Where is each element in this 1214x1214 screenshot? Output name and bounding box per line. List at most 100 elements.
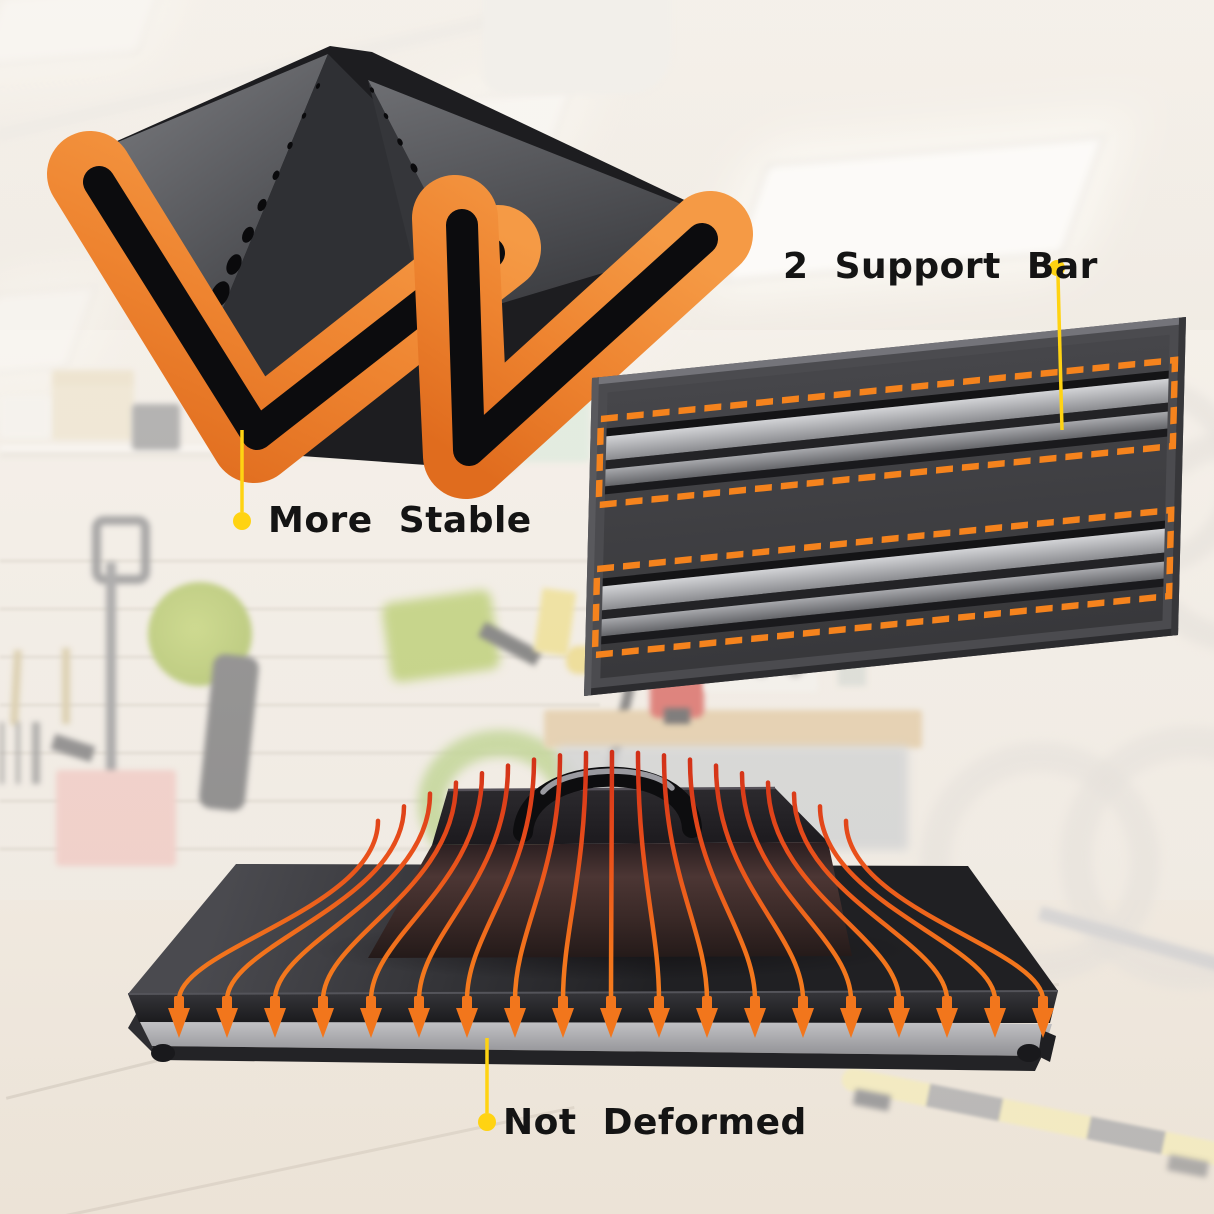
force-arrow-head bbox=[984, 1008, 1006, 1038]
force-arrow-head bbox=[648, 1008, 670, 1038]
force-arrow-shaft bbox=[654, 996, 664, 1010]
support-bar-edge bbox=[601, 578, 1164, 645]
force-arrow-shaft bbox=[510, 996, 520, 1010]
teardrop-slot bbox=[257, 198, 267, 212]
force-arrow-shaft bbox=[270, 996, 280, 1010]
underside-panel-figure bbox=[583, 316, 1187, 696]
pointer-line-support-bar bbox=[1056, 275, 1064, 431]
force-line bbox=[765, 780, 902, 1003]
force-arrow-head bbox=[600, 1008, 622, 1038]
channel-side-face bbox=[214, 54, 505, 428]
callout-more-stable: More Stable bbox=[268, 500, 532, 541]
force-arrow-head bbox=[312, 1008, 334, 1038]
force-line bbox=[817, 804, 998, 1003]
teardrop-slot bbox=[301, 112, 307, 119]
force-arrow-head bbox=[696, 1008, 718, 1038]
hoe-handle bbox=[62, 648, 70, 724]
storage-bin bbox=[0, 396, 50, 438]
callout-support-bar: 2 Support Bar bbox=[783, 246, 1098, 287]
workbench-top bbox=[544, 710, 922, 748]
garage-door-opener bbox=[483, 0, 671, 94]
corner-edge-figure bbox=[47, 46, 753, 499]
force-arrow-shaft bbox=[798, 996, 808, 1010]
force-arrow-shaft bbox=[558, 996, 568, 1010]
support-bar-dashed-outline bbox=[591, 506, 1175, 659]
pointer-dot-icon bbox=[478, 1113, 496, 1131]
force-arrow-shaft bbox=[846, 996, 856, 1010]
force-arrow-head bbox=[504, 1008, 526, 1038]
hem-slot bbox=[446, 209, 718, 466]
teardrop-slot bbox=[410, 163, 418, 173]
force-line bbox=[320, 780, 459, 1003]
teardrop-slot bbox=[369, 87, 375, 93]
force-arrow-head bbox=[744, 1008, 766, 1038]
force-line bbox=[224, 804, 407, 1003]
force-arrow-head bbox=[456, 1008, 478, 1038]
force-arrow-shaft bbox=[318, 996, 328, 1010]
storage-box bbox=[52, 370, 134, 440]
support-bar-groove bbox=[605, 402, 1168, 470]
force-arrow-shaft bbox=[366, 996, 376, 1010]
force-arrow-shaft bbox=[990, 996, 1000, 1010]
support-bar-face bbox=[601, 561, 1164, 637]
shovel-grip bbox=[92, 516, 150, 584]
force-arrow-shaft bbox=[174, 996, 184, 1010]
force-arrow-head bbox=[360, 1008, 382, 1038]
support-bar-dashed-outline bbox=[595, 356, 1179, 509]
support-bar-face bbox=[602, 528, 1165, 611]
snow-shovel-blade bbox=[56, 770, 176, 866]
teardrop-slot bbox=[242, 226, 254, 243]
shelf-foot bbox=[1017, 1044, 1041, 1062]
teardrop-slot bbox=[397, 138, 403, 146]
shovel-shaft bbox=[106, 562, 116, 778]
force-arrow-head bbox=[168, 1008, 190, 1038]
force-arrow-head bbox=[936, 1008, 958, 1038]
force-arrow-shaft bbox=[894, 996, 904, 1010]
force-flow-lines bbox=[168, 749, 1054, 1038]
force-line bbox=[635, 750, 662, 1003]
force-arrow-head bbox=[792, 1008, 814, 1038]
hem-slot bbox=[83, 166, 505, 450]
teardrop-slot bbox=[272, 170, 280, 180]
load-demo-figure bbox=[127, 749, 1059, 1071]
toolbox bbox=[132, 404, 180, 450]
support-bar-edge bbox=[604, 428, 1168, 495]
callout-pointers bbox=[233, 260, 1065, 1131]
support-bar-face bbox=[605, 411, 1168, 487]
shelf-base-bracket bbox=[1038, 1030, 1056, 1062]
force-arrow-shaft bbox=[702, 996, 712, 1010]
support-bar-edge bbox=[606, 370, 1169, 437]
shelf-foot bbox=[151, 1044, 175, 1062]
support-bar-groove bbox=[601, 552, 1165, 620]
force-arrow-head bbox=[1032, 1008, 1054, 1038]
force-arrow-shaft bbox=[942, 996, 952, 1010]
teardrop-slot bbox=[287, 141, 293, 150]
force-line bbox=[739, 771, 854, 1003]
shelf-base-endcap bbox=[128, 1014, 160, 1060]
pointer-dot-icon bbox=[233, 512, 251, 530]
teardrop-slot bbox=[383, 112, 389, 120]
callout-not-deformed: Not Deformed bbox=[503, 1102, 807, 1143]
force-arrow-shaft bbox=[414, 996, 424, 1010]
force-line bbox=[416, 763, 511, 1003]
force-arrow-head bbox=[840, 1008, 862, 1038]
force-line bbox=[176, 818, 381, 1003]
channel-top-face bbox=[368, 80, 706, 308]
force-line bbox=[843, 818, 1046, 1003]
channel-top-face bbox=[94, 54, 328, 330]
panel-frame-highlight bbox=[591, 316, 1187, 385]
force-arrow-head bbox=[888, 1008, 910, 1038]
pointer-dot-icon bbox=[1049, 260, 1065, 276]
handle-highlight bbox=[540, 768, 675, 795]
force-arrow-shaft bbox=[750, 996, 760, 1010]
shelf-base-band bbox=[136, 1014, 1052, 1056]
shelf-front-edge bbox=[128, 991, 1058, 1023]
force-arrow-shaft bbox=[1038, 996, 1048, 1010]
teardrop-slot bbox=[315, 83, 321, 89]
force-line bbox=[687, 757, 758, 1003]
force-line bbox=[661, 753, 710, 1003]
shelf-edge-highlight bbox=[127, 990, 1059, 995]
support-bar-face bbox=[605, 378, 1169, 461]
force-line bbox=[464, 757, 537, 1003]
